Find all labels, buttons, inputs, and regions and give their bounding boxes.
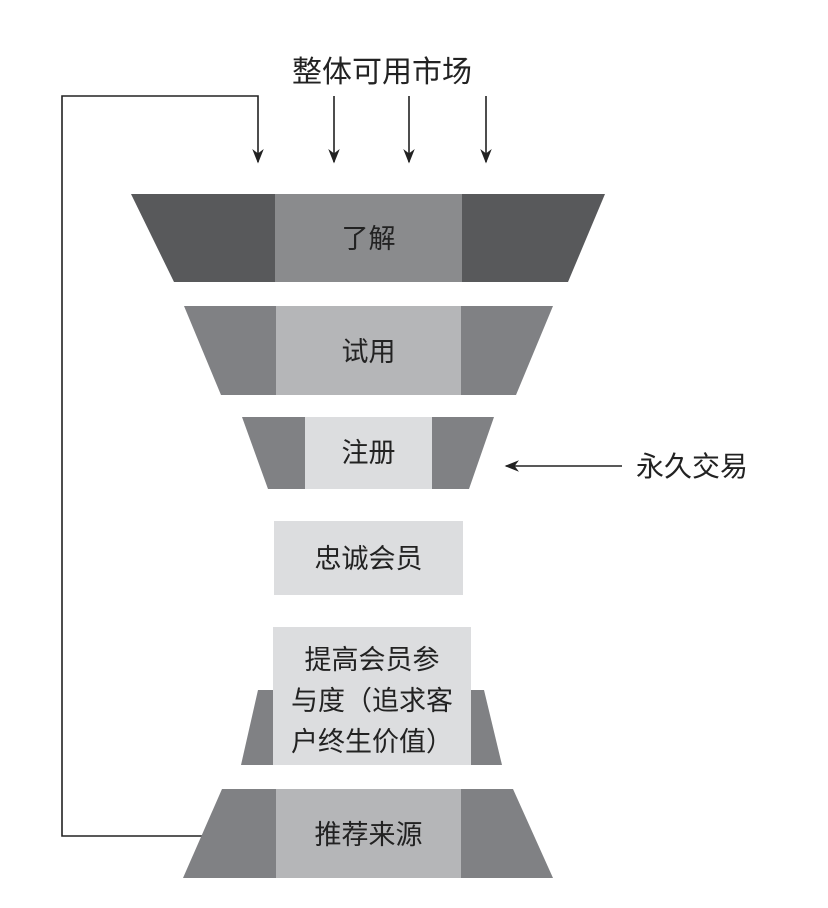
stage-loyal-member-label: 忠诚会员 bbox=[315, 544, 423, 575]
stage-loyal-member-box bbox=[274, 521, 463, 595]
stage-trial-label: 试用 bbox=[342, 337, 396, 368]
stage-registration-label: 注册 bbox=[342, 438, 396, 469]
stage-trial-left-wing bbox=[184, 306, 276, 395]
stage-registration-box bbox=[305, 417, 432, 489]
stage-registration-left-wing bbox=[242, 417, 305, 489]
stage-trial-right-wing bbox=[461, 306, 553, 395]
stage-awareness-label: 了解 bbox=[342, 224, 396, 255]
stage-loyal-member: 忠诚会员 bbox=[274, 521, 463, 595]
stage-engagement-left-wing bbox=[241, 690, 273, 765]
stage-awareness-left-wing bbox=[131, 194, 275, 282]
top-label: 整体可用市场 bbox=[292, 55, 472, 90]
stage-engagement-label-line1: 提高会员参 bbox=[305, 645, 440, 676]
market-arrows bbox=[328, 96, 492, 164]
stage-referral-box bbox=[276, 789, 461, 878]
stage-engagement-label-line3: 户终生价值） bbox=[291, 727, 453, 758]
stage-trial-box bbox=[276, 306, 461, 395]
stage-engagement-box bbox=[273, 627, 471, 765]
stage-referral-left-wing bbox=[183, 789, 276, 878]
stage-registration: 注册 bbox=[242, 417, 494, 489]
stage-referral-label: 推荐来源 bbox=[315, 820, 423, 851]
stage-trial: 试用 bbox=[184, 306, 553, 395]
stage-registration-right-wing bbox=[432, 417, 494, 489]
referral-loop-arrow bbox=[61, 95, 264, 837]
stage-engagement-right-wing bbox=[471, 690, 502, 765]
stage-awareness-box bbox=[275, 194, 462, 282]
stage-referral: 推荐来源 bbox=[183, 789, 553, 878]
side-label: 永久交易 bbox=[636, 450, 748, 483]
stage-engagement: 提高会员参 与度（追求客 户终生价值） bbox=[241, 627, 502, 765]
stage-awareness: 了解 bbox=[131, 194, 605, 282]
stage-engagement-label-line2: 与度（追求客 bbox=[291, 686, 453, 717]
stage-referral-right-wing bbox=[461, 789, 553, 878]
stage-awareness-right-wing bbox=[462, 194, 605, 282]
